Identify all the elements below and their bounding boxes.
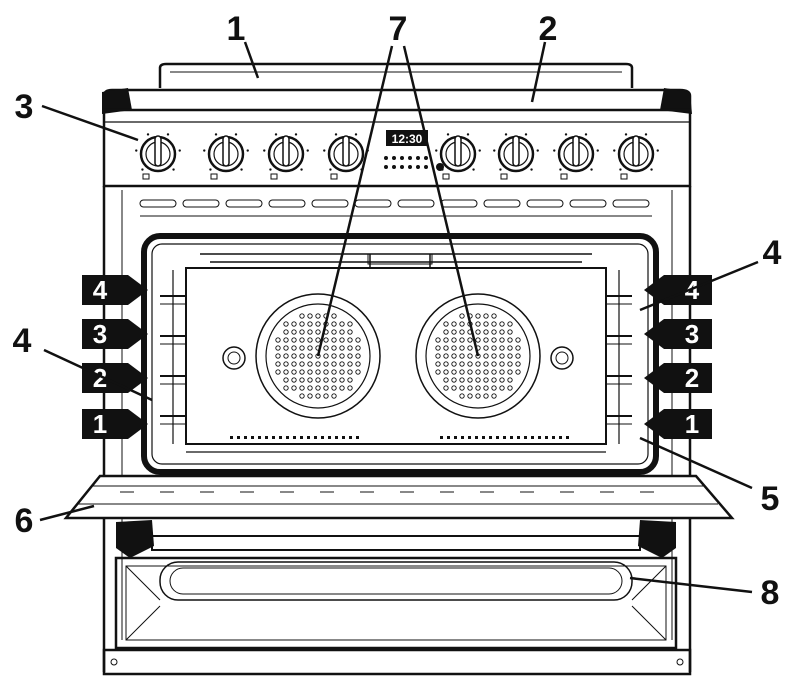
shelf-tag-right-1: 1 xyxy=(644,409,712,439)
shelf-tag-label: 4 xyxy=(93,275,108,305)
shelf-tag-right-2: 2 xyxy=(644,363,712,393)
knob-6-icon[interactable] xyxy=(493,133,539,180)
callout-3: 3 xyxy=(15,88,34,126)
oven-door-open xyxy=(63,474,735,520)
leader-lines xyxy=(39,41,759,594)
callout-5: 5 xyxy=(761,480,780,518)
shelf-tag-left-4: 4 xyxy=(82,275,148,305)
display-button[interactable] xyxy=(384,165,388,169)
shelf-level-tags-right: 4 3 2 1 xyxy=(644,275,712,439)
oven-cavity-back xyxy=(185,267,607,445)
display-buttons xyxy=(384,156,444,171)
vent-slots xyxy=(139,199,652,217)
shelf-tag-label: 3 xyxy=(685,319,699,349)
clock-readout: 12:30 xyxy=(392,132,423,146)
corner-cap-right xyxy=(660,88,692,114)
knob-1-icon[interactable] xyxy=(135,133,181,180)
knob-2-icon[interactable] xyxy=(203,133,249,180)
knob-5-icon[interactable] xyxy=(435,133,481,180)
display-button[interactable] xyxy=(400,156,404,160)
display-button[interactable] xyxy=(408,156,412,160)
display-button[interactable] xyxy=(384,156,388,160)
knob-8-icon[interactable] xyxy=(613,133,659,180)
hob-top xyxy=(102,88,692,110)
callout-8: 8 xyxy=(761,574,780,612)
callout-4-left: 4 xyxy=(13,322,32,360)
shelf-tag-left-2: 2 xyxy=(82,363,148,393)
callout-4-right: 4 xyxy=(763,234,782,272)
shelf-tag-label: 2 xyxy=(93,363,107,393)
shelf-tag-right-3: 3 xyxy=(644,319,712,349)
shelf-tag-left-1: 1 xyxy=(82,409,148,439)
shelf-level-tags-left: 4 3 2 1 xyxy=(82,275,148,439)
knob-7-icon[interactable] xyxy=(553,133,599,180)
backsplash xyxy=(158,62,634,88)
shelf-tag-label: 2 xyxy=(685,363,699,393)
shelf-tag-label: 1 xyxy=(685,409,699,439)
callout-2: 2 xyxy=(539,10,558,48)
display-button[interactable] xyxy=(400,165,404,169)
shelf-tag-label: 3 xyxy=(93,319,107,349)
control-knobs xyxy=(135,133,659,180)
shelf-tag-label: 1 xyxy=(93,409,107,439)
drawer-handle-right xyxy=(638,520,676,558)
grill-element xyxy=(200,253,592,268)
lamp-right xyxy=(550,346,574,370)
fan-right xyxy=(415,293,541,419)
callout-6: 6 xyxy=(15,502,34,540)
knob-3-icon[interactable] xyxy=(263,133,309,180)
shelf-tag-left-3: 3 xyxy=(82,319,148,349)
display-button[interactable] xyxy=(416,156,420,160)
display-button[interactable] xyxy=(424,165,428,169)
drawer-handle-bar xyxy=(151,535,641,551)
display-button[interactable] xyxy=(424,156,428,160)
shelf-tag-right-4: 4 xyxy=(644,275,712,305)
clock-display: 12:30 xyxy=(386,130,428,146)
display-button[interactable] xyxy=(392,165,396,169)
oven-door-seal xyxy=(141,233,659,475)
storage-drawer xyxy=(114,556,678,650)
drawer-handle-left xyxy=(116,520,154,558)
callout-1: 1 xyxy=(227,10,246,48)
shelf-rails xyxy=(160,270,632,444)
display-button[interactable] xyxy=(408,165,412,169)
plinth xyxy=(102,648,692,676)
display-select-button[interactable] xyxy=(436,163,444,171)
cavity-floor-dots xyxy=(230,436,569,439)
lamp-left xyxy=(222,346,246,370)
knob-4-icon[interactable] xyxy=(323,133,369,180)
display-button[interactable] xyxy=(392,156,396,160)
fan-left xyxy=(255,293,381,419)
callout-7: 7 xyxy=(389,10,408,48)
corner-cap-left xyxy=(102,88,132,114)
display-button[interactable] xyxy=(416,165,420,169)
